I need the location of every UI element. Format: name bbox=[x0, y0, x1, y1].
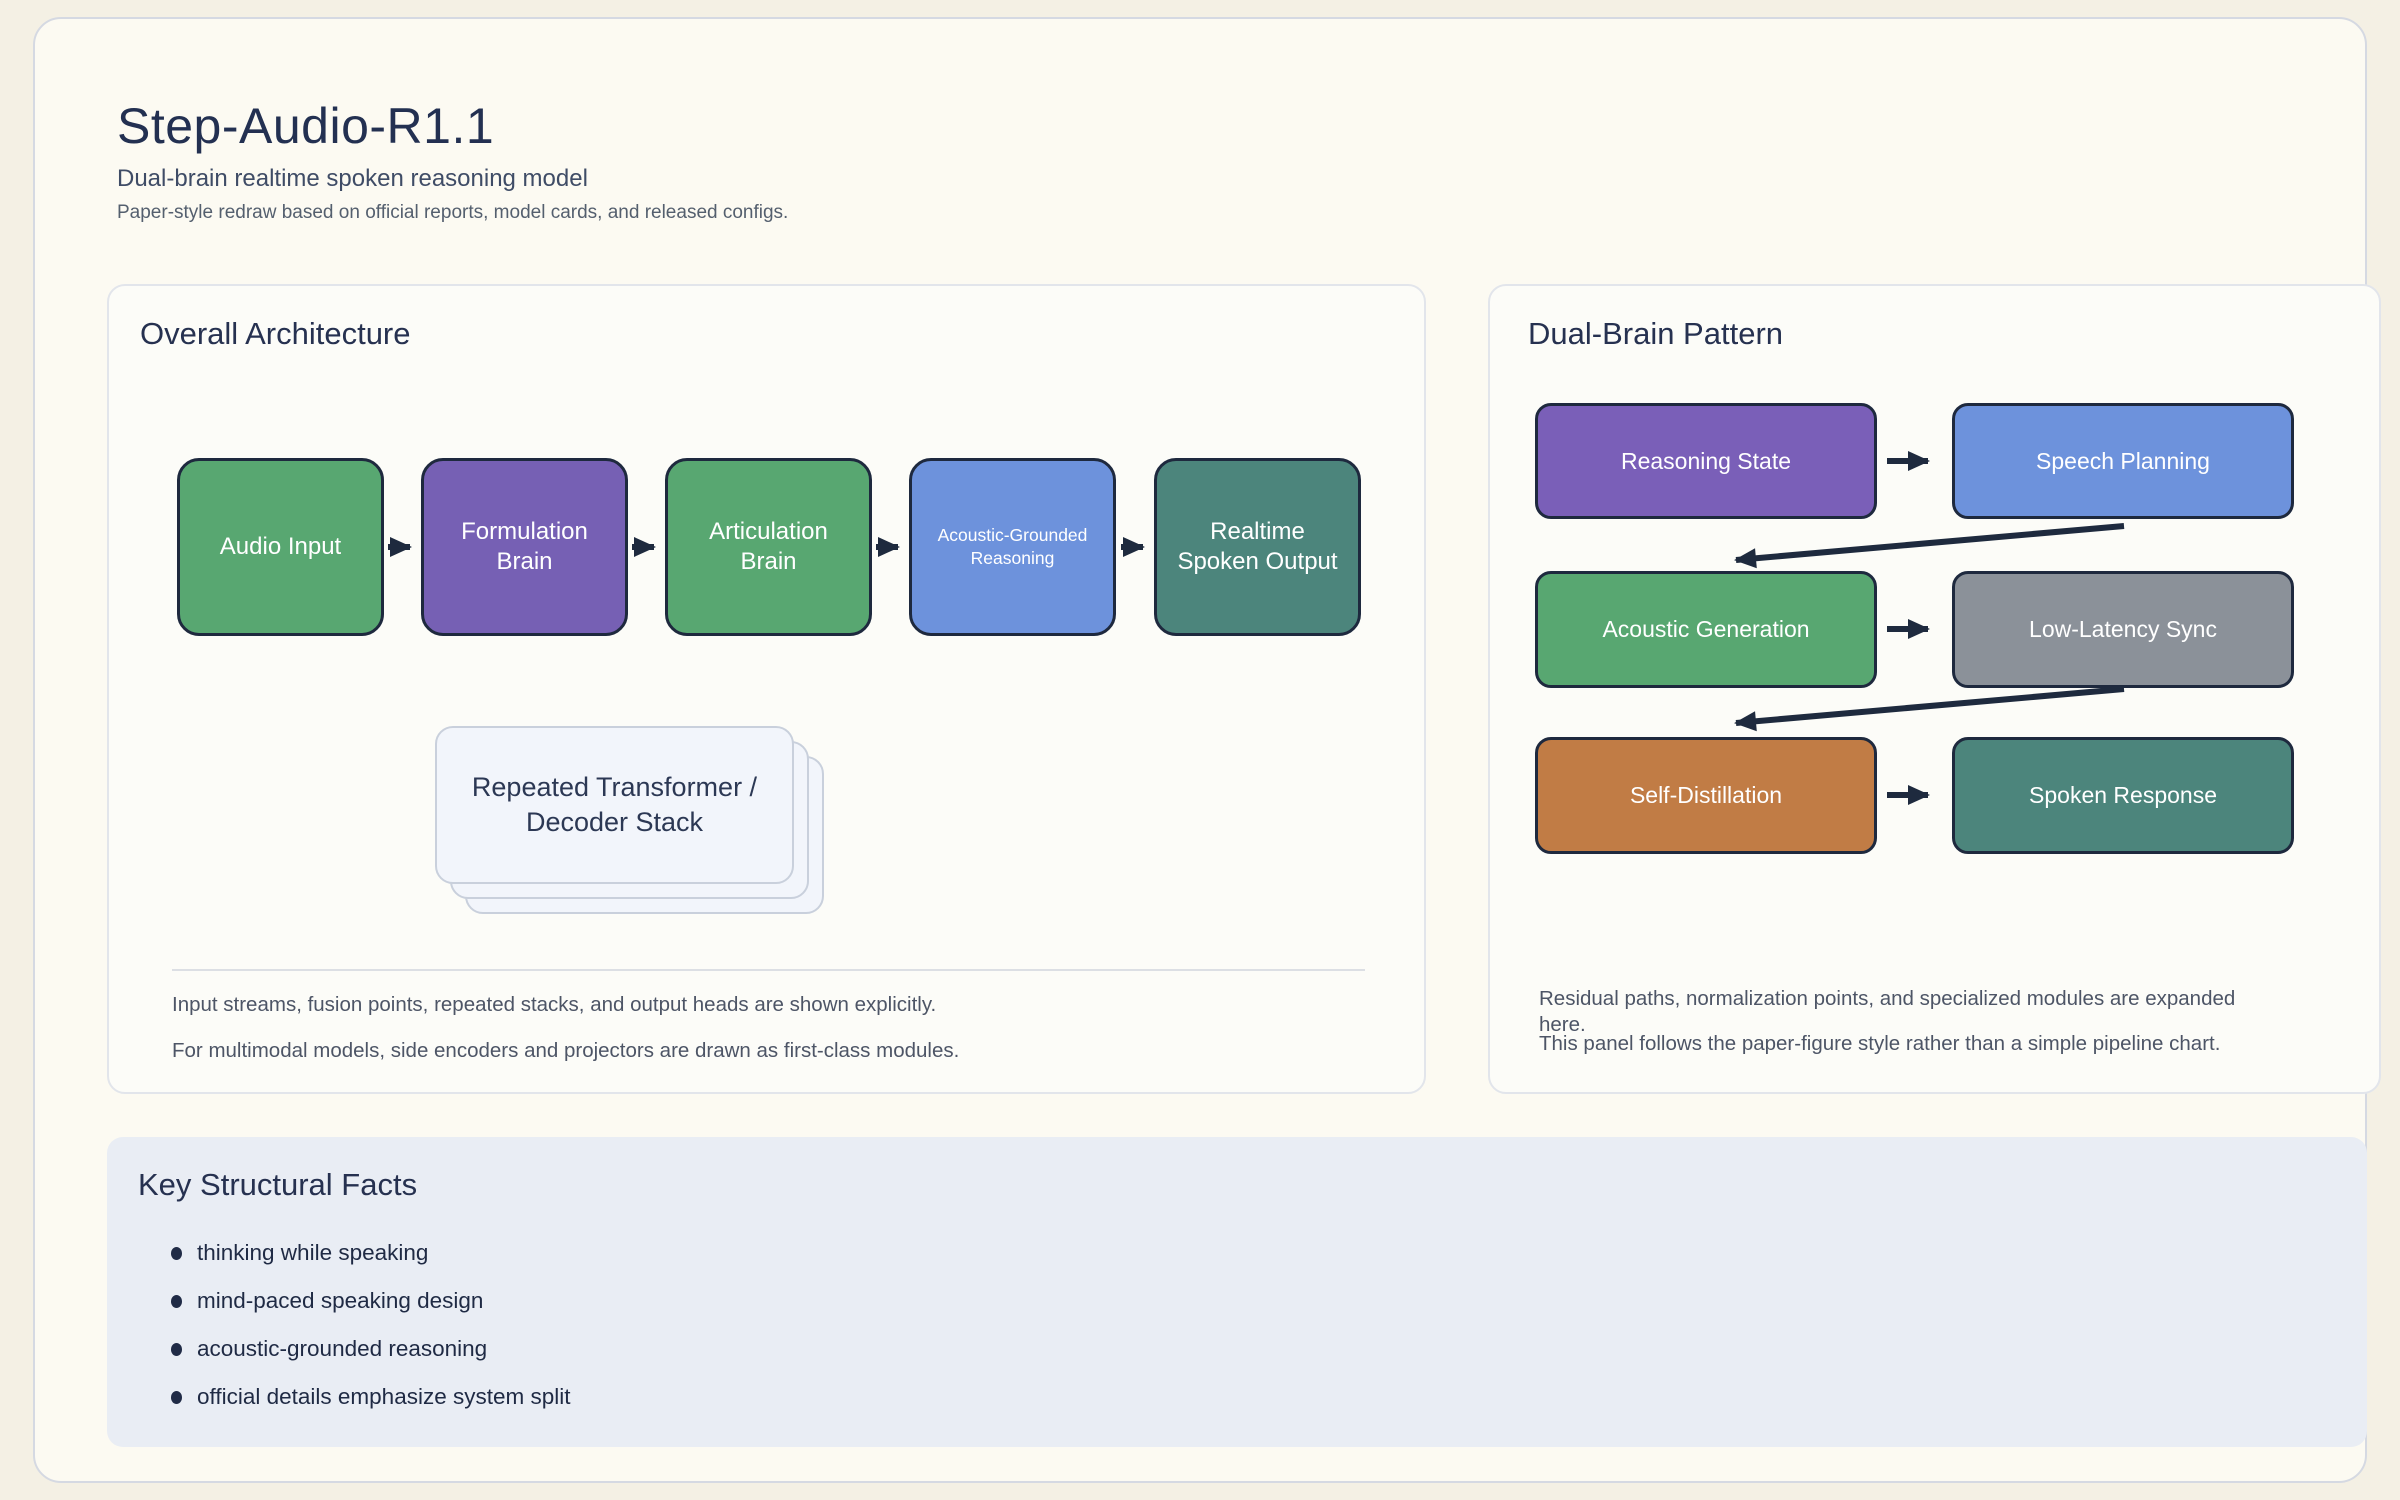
page-caption: Paper-style redraw based on official rep… bbox=[117, 202, 789, 223]
dual-node-acoustic-generation: Acoustic Generation bbox=[1535, 571, 1877, 688]
flow-arrows-icon bbox=[388, 537, 1145, 557]
flow-node-label: Audio Input bbox=[219, 533, 342, 560]
architecture-note-2: For multimodal models, side encoders and… bbox=[172, 1039, 960, 1062]
main-card: Step-Audio-R1.1 Dual-brain realtime spok… bbox=[33, 17, 2381, 1483]
stack-label: Repeated Transformer / Decoder Stack bbox=[435, 726, 794, 884]
dual-brain-panel: Dual-Brain Pattern Reasoning State Speec… bbox=[1488, 284, 2381, 1094]
dual-node-label: Low-Latency Sync bbox=[2029, 616, 2217, 642]
key-structural-facts-title: Key Structural Facts bbox=[138, 1167, 418, 1202]
dual-node-label: Acoustic Generation bbox=[1602, 616, 1810, 642]
fact-text: official details emphasize system split bbox=[197, 1384, 571, 1409]
list-item: official details emphasize system split bbox=[171, 1373, 571, 1421]
bullet-icon bbox=[171, 1390, 182, 1404]
flow-node-audio-input: Audio Input bbox=[177, 458, 384, 636]
flow-node-label: Formulation Brain bbox=[461, 518, 588, 575]
dual-brain-title: Dual-Brain Pattern bbox=[1528, 316, 1784, 351]
list-item: mind-paced speaking design bbox=[171, 1277, 571, 1325]
flow-node-label: Articulation Brain bbox=[709, 518, 828, 575]
flow-node-label: Acoustic-Grounded Reasoning bbox=[937, 525, 1088, 568]
dual-node-spoken-response: Spoken Response bbox=[1952, 737, 2294, 854]
flow-node-acoustic-grounded-reasoning: Acoustic-Grounded Reasoning bbox=[909, 458, 1116, 636]
flow-node-realtime-spoken-output: Realtime Spoken Output bbox=[1154, 458, 1361, 636]
flow-node-formulation-brain: Formulation Brain bbox=[421, 458, 628, 636]
flow-node-label: Realtime Spoken Output bbox=[1177, 518, 1338, 575]
dual-node-low-latency-sync: Low-Latency Sync bbox=[1952, 571, 2294, 688]
flow-node-articulation-brain: Articulation Brain bbox=[665, 458, 872, 636]
list-item: acoustic-grounded reasoning bbox=[171, 1325, 571, 1373]
architecture-note-1: Input streams, fusion points, repeated s… bbox=[172, 993, 937, 1016]
list-item: thinking while speaking bbox=[171, 1229, 571, 1277]
fact-text: acoustic-grounded reasoning bbox=[197, 1336, 488, 1361]
overall-architecture-title: Overall Architecture bbox=[140, 316, 411, 351]
dual-node-reasoning-state: Reasoning State bbox=[1535, 403, 1877, 519]
fact-text: mind-paced speaking design bbox=[197, 1288, 484, 1313]
page-subtitle: Dual-brain realtime spoken reasoning mod… bbox=[117, 165, 588, 192]
bullet-icon bbox=[171, 1246, 182, 1260]
dual-node-speech-planning: Speech Planning bbox=[1952, 403, 2294, 519]
overall-architecture-panel: Overall Architecture Audio Input Formula… bbox=[107, 284, 1426, 1094]
repeated-transformer-stack: Repeated Transformer / Decoder Stack bbox=[435, 726, 855, 946]
dual-brain-note-2: This panel follows the paper-figure styl… bbox=[1539, 1032, 2221, 1055]
facts-list: thinking while speaking mind-paced speak… bbox=[171, 1229, 571, 1421]
dual-node-label: Reasoning State bbox=[1620, 447, 1792, 474]
dual-node-self-distillation: Self-Distillation bbox=[1535, 737, 1877, 854]
bullet-icon bbox=[171, 1294, 182, 1308]
dual-node-label: Spoken Response bbox=[2029, 782, 2217, 808]
page-header: Step-Audio-R1.1 Dual-brain realtime spok… bbox=[117, 97, 788, 224]
panel-divider bbox=[172, 969, 1365, 971]
dual-node-label: Self-Distillation bbox=[1629, 782, 1783, 808]
bullet-icon bbox=[171, 1342, 182, 1356]
fact-text: thinking while speaking bbox=[197, 1240, 429, 1265]
dual-node-label: Speech Planning bbox=[2036, 447, 2210, 474]
key-structural-facts-panel: Key Structural Facts thinking while spea… bbox=[107, 1137, 2367, 1447]
dual-brain-note-1: Residual paths, normalization points, an… bbox=[1539, 987, 2236, 1036]
page-title: Step-Audio-R1.1 bbox=[117, 98, 495, 154]
